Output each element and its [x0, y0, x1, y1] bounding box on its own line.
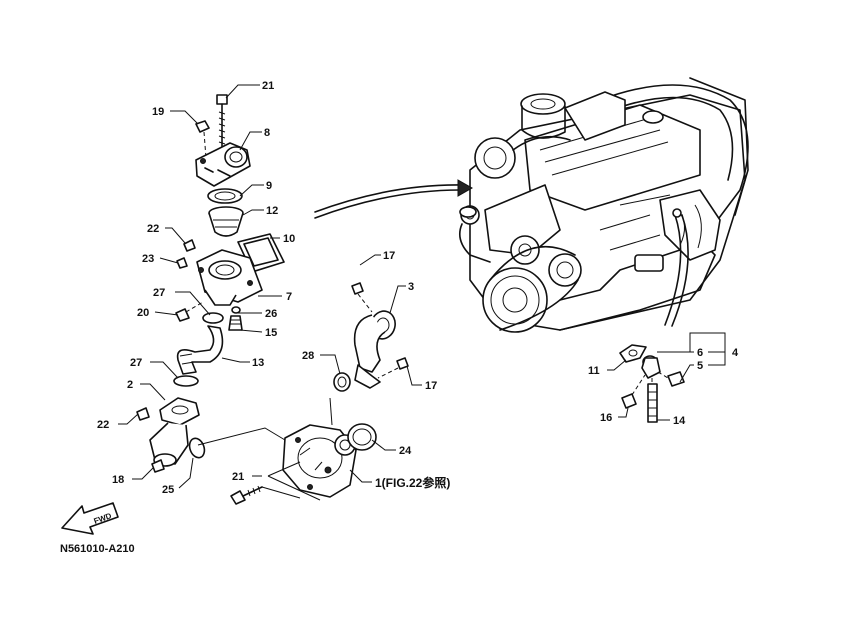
callout-23: 23	[142, 253, 154, 265]
callout-labels: 21 19 8 9 12 10 22 23 27 7 20 26 15 13 2…	[97, 80, 739, 496]
callout-4: 4	[732, 347, 739, 359]
callout-26: 26	[265, 308, 277, 320]
callout-2: 2	[127, 379, 133, 391]
callout-28: 28	[302, 350, 314, 362]
callout-17-upper: 17	[383, 250, 395, 262]
figure-reference: 1(FIG.22参照)	[375, 475, 450, 490]
callout-12: 12	[266, 205, 278, 217]
fitting-parts	[619, 344, 685, 423]
fwd-arrow: FWD	[61, 502, 119, 535]
diagram-code: N561010-A210	[60, 543, 135, 555]
callout-7: 7	[286, 291, 292, 303]
pump-assembly	[197, 282, 409, 505]
callout-21-top: 21	[262, 80, 274, 92]
callout-3: 3	[408, 281, 414, 293]
callout-17-lower: 17	[425, 380, 437, 392]
callout-22-upper: 22	[147, 223, 159, 235]
callout-6: 6	[697, 347, 703, 359]
leader-lines	[118, 84, 726, 489]
callout-24: 24	[399, 445, 412, 457]
callout-27-upper: 27	[153, 287, 165, 299]
callout-8: 8	[264, 127, 270, 139]
callout-20: 20	[137, 307, 149, 319]
callout-27-lower: 27	[130, 357, 142, 369]
callout-14: 14	[673, 415, 686, 427]
callout-16: 16	[600, 412, 612, 424]
callout-10: 10	[283, 233, 295, 245]
callout-15: 15	[265, 327, 277, 339]
callout-25: 25	[162, 484, 174, 496]
callout-13: 13	[252, 357, 264, 369]
engine-illustration	[459, 77, 749, 333]
thermostat-assembly	[136, 94, 285, 473]
callout-22-lower: 22	[97, 419, 109, 431]
callout-21-lower: 21	[232, 471, 244, 483]
callout-9: 9	[266, 180, 272, 192]
callout-19: 19	[152, 106, 164, 118]
callout-18: 18	[112, 474, 124, 486]
callout-11: 11	[588, 365, 600, 377]
callout-5: 5	[697, 360, 703, 372]
pointer-arrow	[314, 179, 474, 219]
